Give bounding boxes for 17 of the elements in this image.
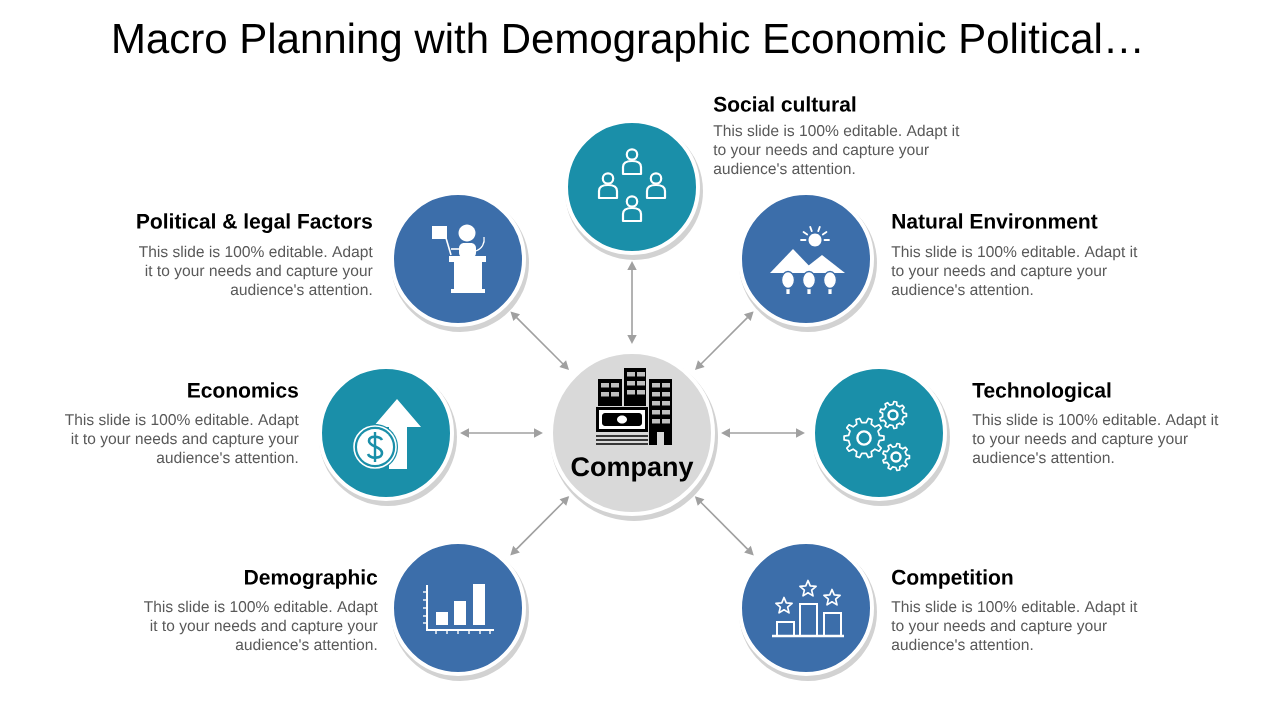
- heading: Natural Environment: [892, 213, 1098, 229]
- description: This slide is 100% editable. Adapt it to your needs and capture your audience's attention.: [713, 124, 960, 175]
- heading: Social cultural: [713, 96, 856, 112]
- heading: Demographic: [245, 569, 378, 589]
- arrow: [510, 311, 569, 370]
- heading: Competition: [892, 569, 1013, 589]
- description: This slide is 100% editable. Adapt it to your needs and capture your audience's attention.: [65, 413, 299, 464]
- heading: Economics: [188, 382, 298, 398]
- heading: Technological: [972, 382, 1111, 402]
- title: Macro Planning with Demographic Economic Political…: [114, 22, 1140, 62]
- description: This slide is 100% editable. Adapt it to your needs and capture your audience's attention.: [972, 413, 1219, 464]
- description: This slide is 100% editable. Adapt it to your needs and capture your audience's attention.: [144, 600, 378, 651]
- description: This slide is 100% editable. Adapt it to your needs and capture your audience's attention.: [891, 600, 1138, 651]
- description: This slide is 100% editable. Adapt it to your needs and capture your audience's attention.: [139, 245, 373, 296]
- heading: Political & legal Factors: [137, 213, 372, 233]
- description: This slide is 100% editable. Adapt it to your needs and capture your audience's attention.: [891, 245, 1138, 296]
- arrow: [695, 311, 754, 370]
